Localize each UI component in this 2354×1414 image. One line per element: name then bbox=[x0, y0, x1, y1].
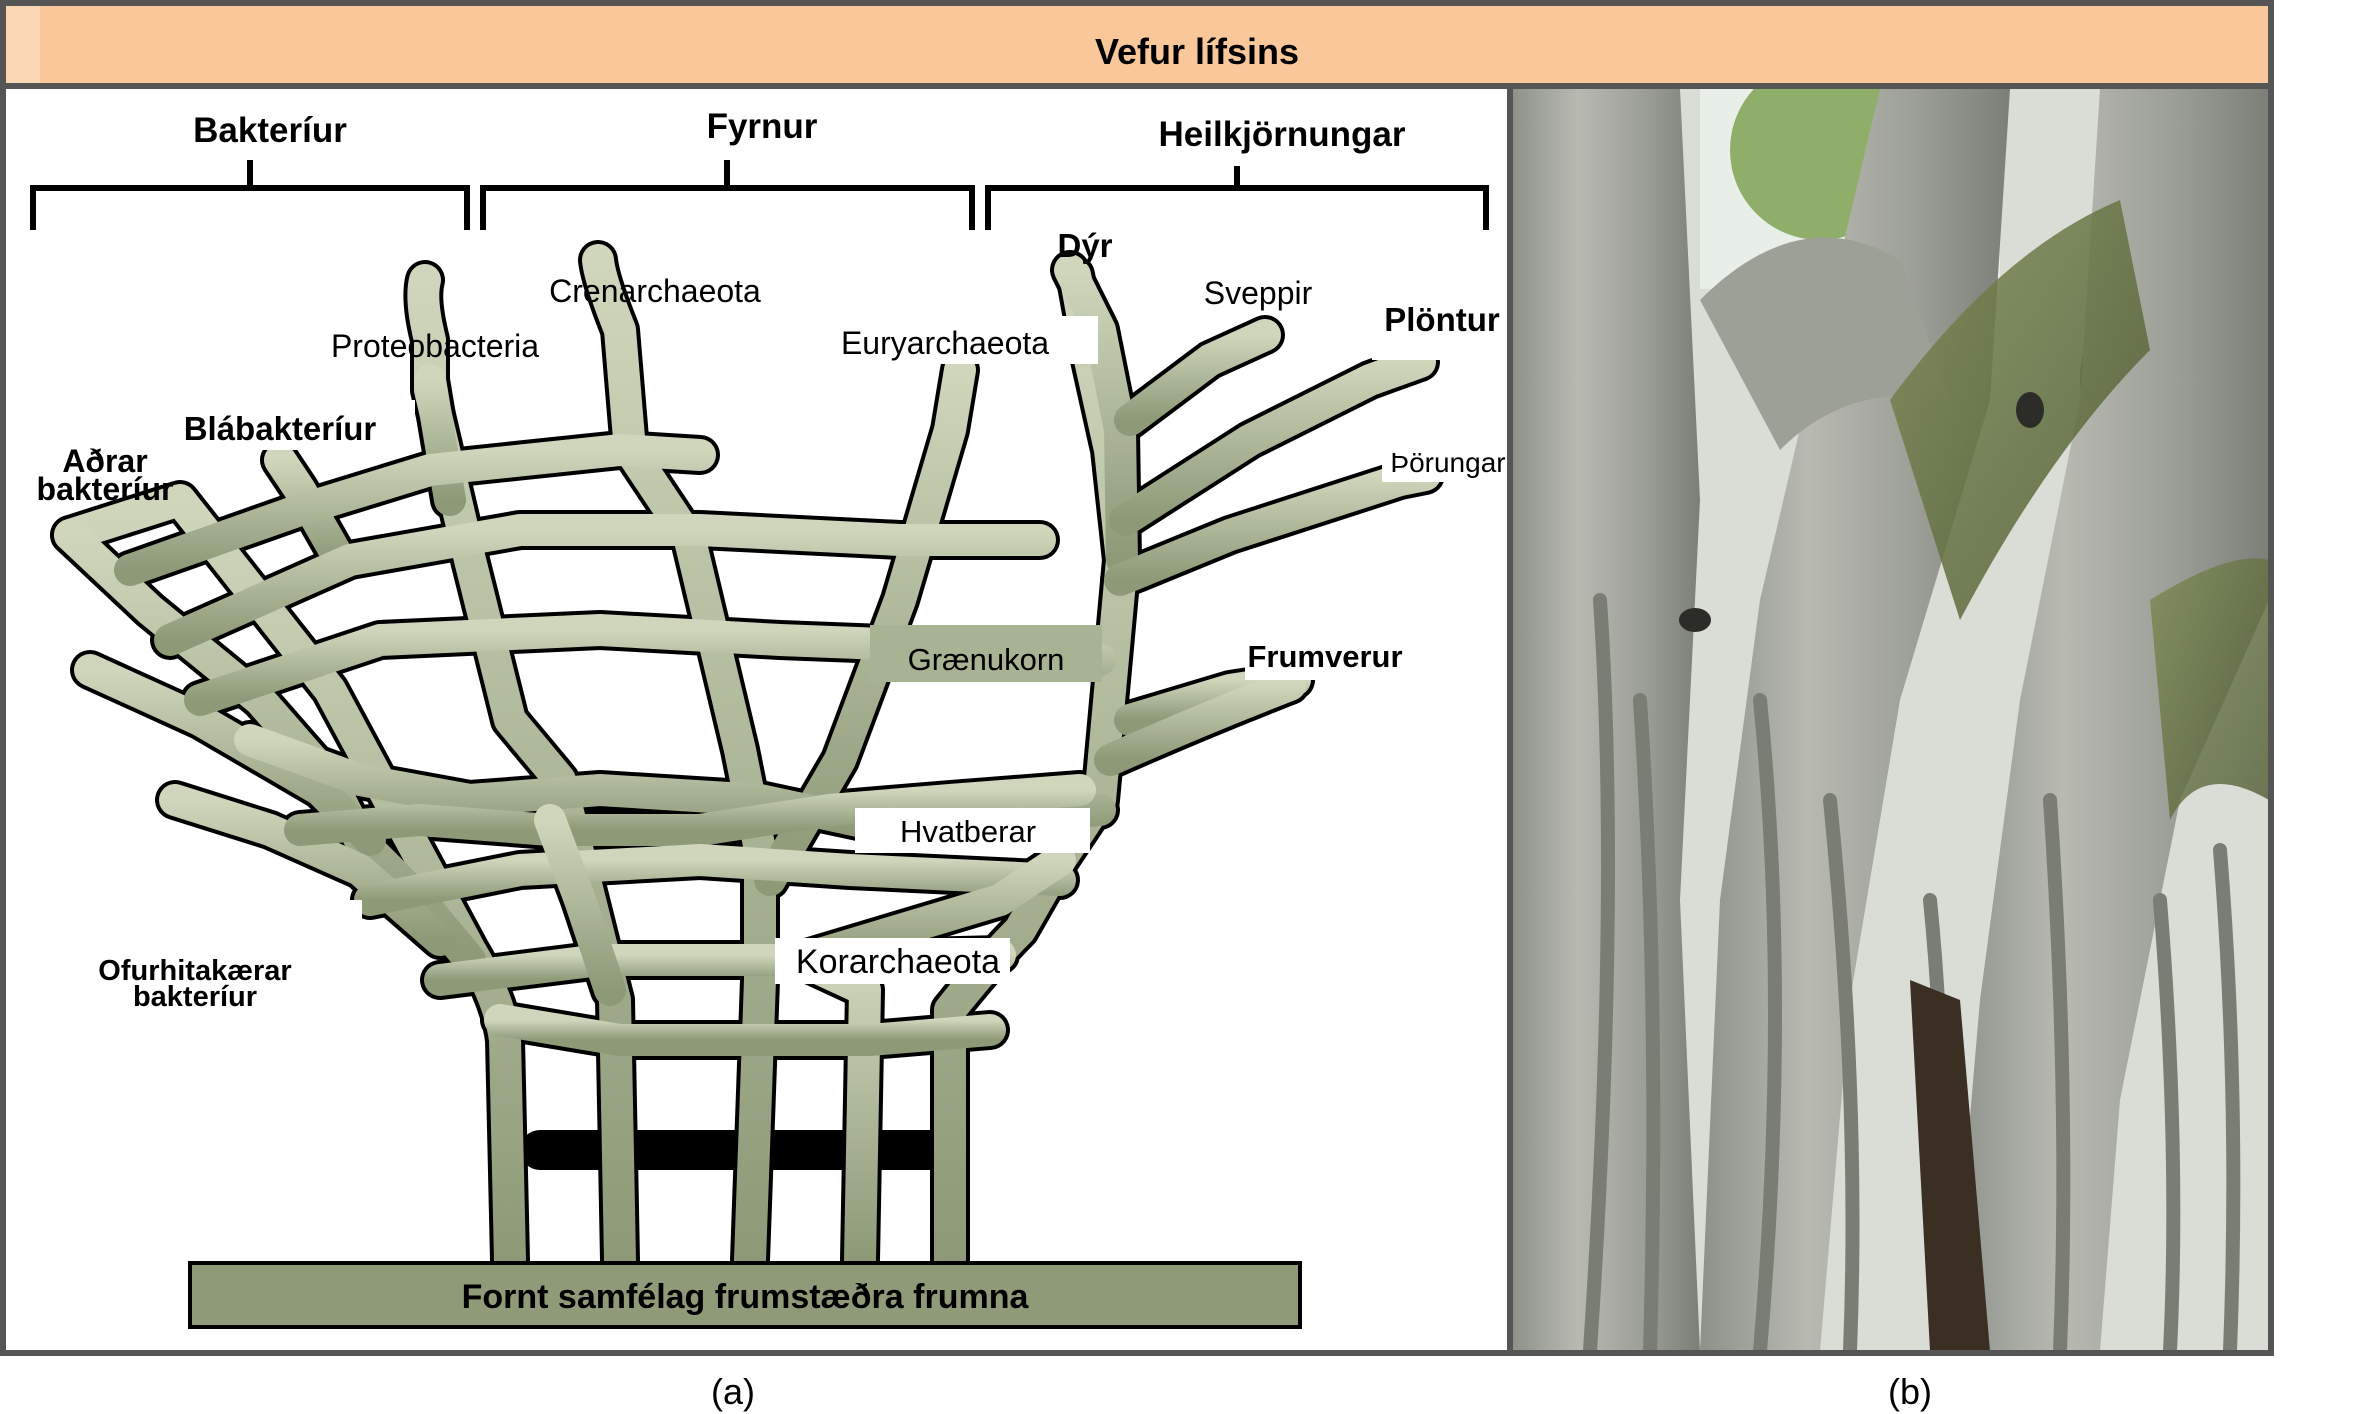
label-bg-algae bbox=[1382, 438, 1512, 482]
label-bg-korarchaeota bbox=[775, 938, 1010, 984]
label-fungi: Sveppir bbox=[1204, 275, 1313, 311]
web-diagram: Bakteríur Fyrnur Heilkjörnungar bbox=[30, 107, 1542, 1329]
banyan-tree-photo bbox=[1512, 89, 2269, 1351]
title-banner bbox=[6, 6, 2268, 83]
label-korarchaeota: Korarchaeota bbox=[796, 943, 1000, 981]
title-banner-accent bbox=[6, 6, 40, 83]
label-bg-thermophiles-link bbox=[272, 900, 362, 945]
label-euryarchaeota: Euryarchaeota bbox=[841, 325, 1049, 361]
photo-border bbox=[1507, 83, 2274, 1356]
label-bg-chloroplasts bbox=[870, 625, 1102, 682]
label-bg-protists bbox=[1245, 632, 1410, 680]
label-animals: Dýr bbox=[1057, 227, 1112, 264]
label-bg-cyanobacteria bbox=[175, 400, 415, 450]
label-algae: Þörungar bbox=[1390, 447, 1505, 478]
bracket-eukarya bbox=[985, 166, 1489, 230]
label-bg-euryarchaeota bbox=[822, 316, 1098, 364]
label-chloroplasts: Grænukorn bbox=[908, 642, 1065, 677]
caption-b: (b) bbox=[1888, 1371, 1932, 1412]
label-thermophiles-line2: bakteríur bbox=[133, 981, 257, 1013]
label-crenarchaeota: Crenarchaeota bbox=[549, 273, 761, 309]
label-bg-mitochondria bbox=[855, 808, 1090, 853]
label-protists: Frumverur bbox=[1247, 639, 1402, 674]
ancestor-label: Fornt samfélag frumstæðra frumna bbox=[462, 1278, 1030, 1316]
label-cyanobacteria: Blábakteríur bbox=[184, 410, 377, 447]
group-label-eukarya: Heilkjörnungar bbox=[1159, 115, 1406, 154]
caption-a: (a) bbox=[711, 1371, 755, 1412]
label-proteobacteria: Proteobacteria bbox=[331, 328, 539, 364]
group-label-bacteria: Bakteríur bbox=[193, 111, 347, 150]
label-thermophiles-line1: Ofurhitakærar bbox=[98, 955, 291, 987]
label-mitochondria: Hvatberar bbox=[900, 814, 1036, 849]
label-other-bacteria-line2: bakteríur bbox=[37, 471, 174, 507]
bracket-archaea bbox=[480, 160, 975, 230]
bracket-bacteria bbox=[30, 160, 470, 230]
label-other-bacteria-line1: Aðrar bbox=[62, 443, 147, 479]
label-plants: Plöntur bbox=[1384, 301, 1500, 338]
ancestor-bar bbox=[188, 1261, 1302, 1329]
page-title: Vefur lífsins bbox=[1095, 31, 1299, 72]
group-label-archaea: Fyrnur bbox=[707, 107, 818, 146]
